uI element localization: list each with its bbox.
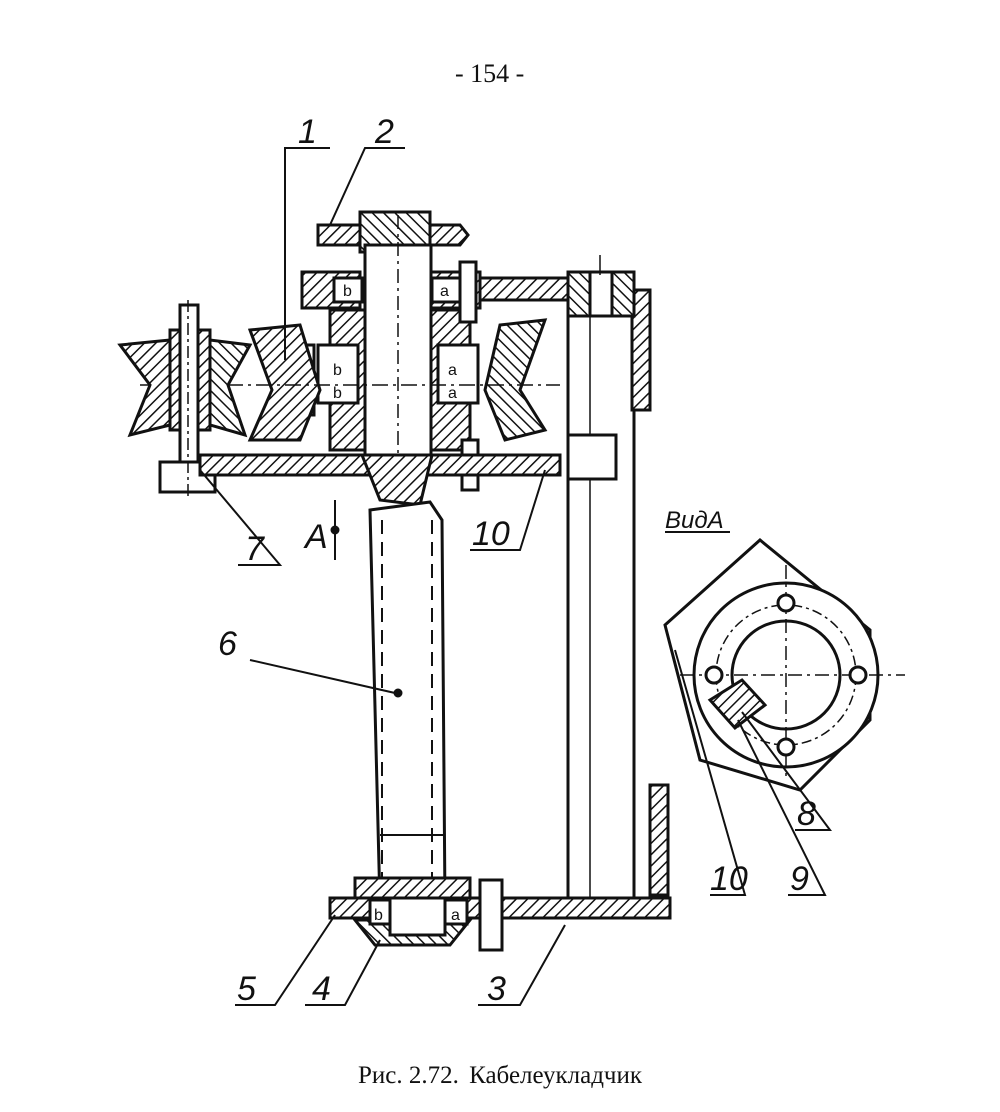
- svg-text:a: a: [451, 907, 460, 924]
- callout-1: 1: [298, 113, 317, 151]
- leader-lines: [199, 147, 832, 1006]
- left-roller: [117, 300, 253, 500]
- callout-9: 9: [790, 860, 809, 898]
- bottom-assembly: [328, 876, 672, 952]
- callout-8: 8: [797, 795, 816, 833]
- svg-text:b: b: [333, 385, 342, 402]
- frame-column: [566, 255, 670, 914]
- callout-10-view: 10: [710, 860, 748, 898]
- shaft: [359, 453, 447, 907]
- section-mark-a: A: [303, 518, 328, 556]
- bearing-marks: b a b b a a b a: [333, 283, 460, 924]
- caption-figure-number: Рис. 2.72.: [357, 1062, 459, 1089]
- callout-10-bar: 10: [472, 515, 510, 553]
- top-frame-arm: [476, 276, 570, 302]
- caption-title: Кабелеукладчик: [469, 1062, 643, 1089]
- view-a-detail: [663, 538, 905, 792]
- svg-text:b: b: [333, 362, 342, 379]
- svg-text:a: a: [440, 283, 449, 300]
- svg-text:a: a: [448, 362, 457, 379]
- upper-housing: [298, 210, 482, 492]
- callout-6: 6: [218, 625, 237, 663]
- v-roller: [140, 318, 560, 442]
- callout-2: 2: [374, 113, 394, 151]
- svg-text:b: b: [374, 907, 383, 924]
- page-number: - 154 -: [455, 59, 524, 88]
- callout-7: 7: [245, 530, 265, 568]
- callout-3: 3: [487, 970, 506, 1008]
- view-a-title: ВидА: [665, 507, 724, 534]
- svg-text:b: b: [343, 283, 352, 300]
- figure-caption: Рис. 2.72. Кабелеукладчик: [0, 1062, 1000, 1090]
- svg-text:a: a: [448, 385, 457, 402]
- callout-5: 5: [237, 970, 256, 1008]
- callout-4: 4: [312, 970, 331, 1008]
